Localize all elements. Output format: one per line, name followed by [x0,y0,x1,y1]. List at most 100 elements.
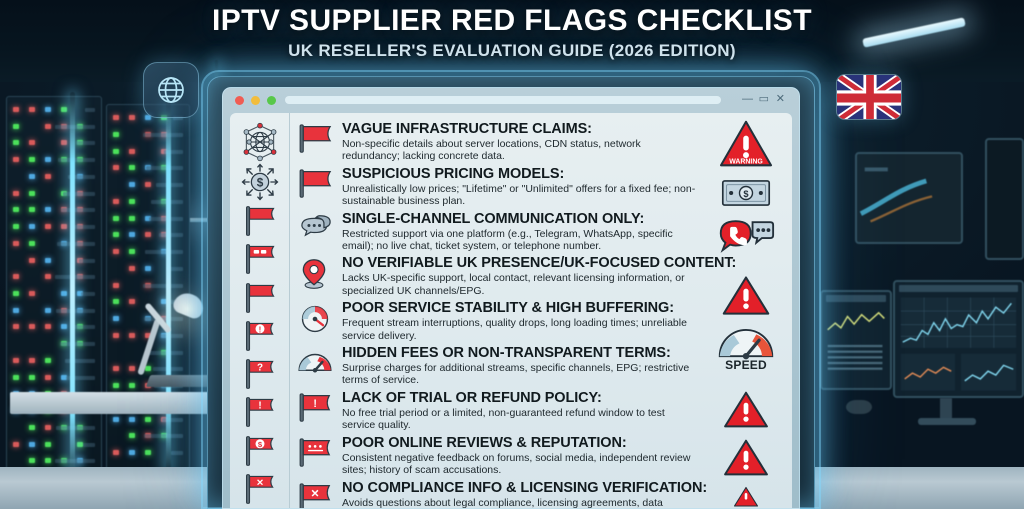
speed-gauge-icon [718,329,774,360]
rail-item: $ [240,432,280,470]
row-title: POOR SERVICE STABILITY & HIGH BUFFERING: [342,300,674,317]
chat-bubbles-icon [301,214,331,237]
red-flag-alert-icon: ! [245,320,274,351]
row-title: HIDDEN FEES OR NON-TRANSPARENT TERMS: [342,345,671,362]
checklist-row[interactable]: HIDDEN FEES OR NON-TRANSPARENT TERMS: Su… [296,345,696,387]
computer-mouse [846,400,872,414]
wall-display [985,138,1024,260]
maximize-dot[interactable] [267,96,276,105]
svg-text:✕: ✕ [311,488,320,500]
red-flag-exclamation-icon: ! [245,397,274,428]
row-text: NO COMPLIANCE INFO & LICENSING VERIFICAT… [342,479,708,509]
laptop-device: — ▭ ✕ [201,70,821,509]
rail-item [722,486,770,508]
speed-label: SPEED [725,358,767,373]
checklist-row[interactable]: NO VERIFIABLE UK PRESENCE/UK-FOCUSED CON… [296,255,737,297]
server-rack [6,96,102,484]
wall-display [855,152,963,244]
red-flag-icon [299,124,332,153]
red-flag-exclamation-icon: ! [299,393,331,422]
warning-label: WARNING [729,158,763,165]
checklist-row[interactable]: SINGLE-CHANNEL COMMUNICATION ONLY: Restr… [296,211,696,253]
banknote-icon: $ [721,180,771,207]
row-icon [296,300,342,340]
checklist-row[interactable]: SUSPICIOUS PRICING MODELS: Unrealistical… [296,166,696,208]
row-text: SINGLE-CHANNEL COMMUNICATION ONLY: Restr… [342,211,696,253]
checklist-row[interactable]: POOR SERVICE STABILITY & HIGH BUFFERING:… [296,300,696,342]
row-icon: ✕ [296,480,342,508]
checklist-row[interactable]: VAGUE INFRASTRUCTURE CLAIMS: Non-specifi… [296,121,696,163]
red-flag-cross-icon: ✕ [245,473,274,504]
rail-item [240,202,280,240]
red-flag-cross-icon: ✕ [299,482,331,508]
row-description: Lacks UK-specific support, local contact… [342,272,685,297]
row-description: No free trial period or a limited, non-g… [342,406,665,432]
row-text: VAGUE INFRASTRUCTURE CLAIMS: Non-specifi… [342,121,696,163]
row-title: LACK OF TRIAL OR REFUND POLICY: [342,389,602,406]
warning-triangle-icon: WARNING [719,120,773,167]
rail-item [717,217,775,261]
red-flag-question-icon: ? [245,359,274,390]
header: IPTV SUPPLIER RED FLAGS CHECKLIST UK RES… [0,4,1024,61]
svg-text:?: ? [256,363,262,374]
rail-item [722,390,770,430]
rail-item [722,438,770,478]
rail-item: $ [240,162,280,202]
checklist-row[interactable]: POOR ONLINE REVIEWS & REPUTATION: Consis… [296,435,696,477]
rail-item: WARNING [718,119,774,169]
left-desk-surface [10,392,225,414]
gauge-icon [301,306,329,333]
rail-item: SPEED [716,326,776,372]
rail-item: ! [240,393,280,431]
row-title: VAGUE INFRASTRUCTURE CLAIMS: [342,121,592,137]
primary-monitor [893,280,1024,398]
row-icon: ! [296,390,342,428]
row-title: NO VERIFIABLE UK PRESENCE/UK-FOCUSED CON… [342,255,737,272]
row-description: Frequent stream interruptions, quality d… [342,317,687,342]
minimize-button[interactable]: — [742,93,753,105]
uk-flag-badge [836,74,902,120]
warning-triangle-icon [724,391,768,428]
row-description: Unrealistically low prices; "Lifetime" o… [342,182,696,208]
rail-item [240,122,280,162]
server-rack [106,104,190,476]
globe-icon [158,77,184,103]
row-title: NO COMPLIANCE INFO & LICENSING VERIFICAT… [342,479,708,496]
red-flag-dollar-icon: $ [245,435,274,466]
warning-triangle-icon [722,276,770,315]
row-icon [296,345,342,379]
svg-text:$: $ [743,189,749,199]
minimize-dot[interactable] [251,96,260,105]
row-description: Avoids questions about legal compliance,… [342,496,663,509]
red-flag-dots-icon [299,438,331,467]
row-title: SINGLE-CHANNEL COMMUNICATION ONLY: [342,210,645,227]
address-bar[interactable] [285,96,721,104]
monitor-header-bar [826,295,886,302]
row-title: SUSPICIOUS PRICING MODELS: [342,165,565,182]
rail-item: $ [720,177,772,209]
monitor-stand [940,398,952,420]
svg-text:!: ! [258,401,261,412]
rack-neon-strip [70,92,75,484]
maximize-button[interactable]: ▭ [758,93,769,105]
checklist-row[interactable]: ✕ NO COMPLIANCE INFO & LICENSING VERIFIC… [296,479,708,509]
window-title-bar: — ▭ ✕ [223,88,799,111]
application-window: — ▭ ✕ [222,87,800,509]
close-dot[interactable] [235,96,244,105]
close-button[interactable]: ✕ [775,93,785,105]
row-description: Surprise charges for additional streams,… [342,362,690,387]
svg-text:$: $ [256,176,263,190]
monitor-base [918,418,976,425]
page-subtitle: UK RESELLER'S EVALUATION GUIDE (2026 EDI… [288,41,736,60]
svg-text:$: $ [257,440,262,449]
checklist-row[interactable]: ! LACK OF TRIAL OR REFUND POLICY: No fre… [296,390,696,432]
secondary-monitor [820,290,892,390]
row-description: Non-specific details about server locati… [342,138,641,163]
dollar-arrows-icon: $ [241,163,278,201]
red-flag-plain-icon [245,206,275,237]
warning-triangle-icon [724,439,768,476]
secondary-monitor-chart [827,311,885,370]
red-flag-chat-icon [245,244,275,275]
gauge-icon [298,353,332,373]
uk-flag-icon [837,75,901,119]
